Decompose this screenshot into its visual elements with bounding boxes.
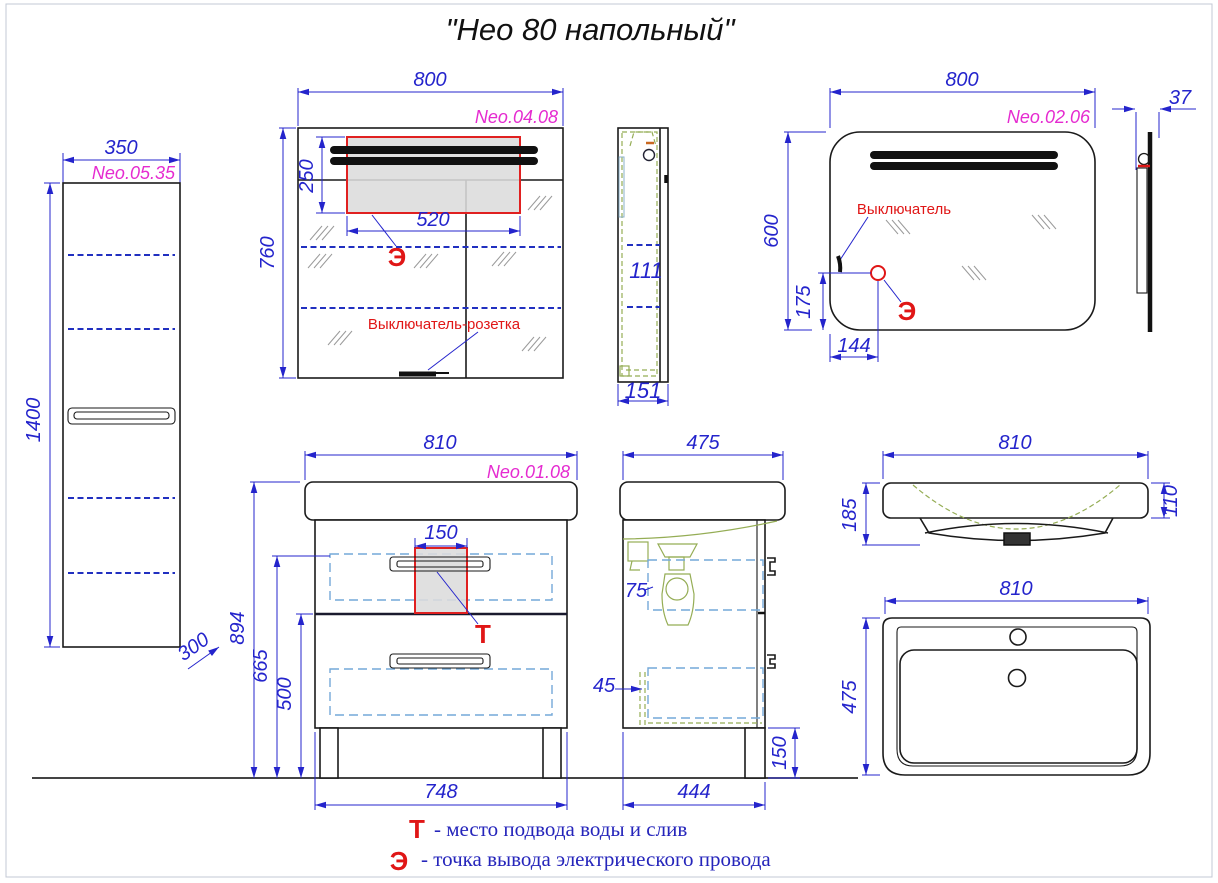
side-handle (767, 654, 776, 669)
model-label: Neo.05.35 (92, 163, 176, 183)
drawer-zone (647, 667, 764, 719)
dim-back-gap: 45 (593, 675, 616, 697)
dim-height: 760 (257, 236, 279, 269)
model-label: Neo.02.06 (1007, 107, 1091, 127)
dim-leg-height: 150 (769, 736, 791, 769)
dim-panel-width: 520 (416, 209, 449, 231)
leg (744, 727, 766, 779)
light-bar (870, 151, 1058, 159)
bowl-curve-hidden (912, 484, 1121, 530)
light-bar (330, 157, 538, 165)
dim-drawer-offset: 75 (625, 580, 648, 602)
page-border (5, 3, 1213, 878)
dim-edge-height: 110 (1160, 485, 1182, 517)
leg (542, 727, 562, 779)
dim-width: 810 (999, 578, 1032, 600)
dim-supply-width: 150 (424, 522, 457, 544)
dim-width: 810 (423, 432, 456, 454)
siphon-hidden (627, 541, 699, 626)
drain-hole (1007, 668, 1027, 688)
legend: Т - место подвода воды и слив Э - точка … (390, 814, 772, 876)
dim-depth: 475 (839, 679, 861, 713)
dim-height: 1400 (23, 398, 45, 443)
switch-mark (836, 255, 843, 273)
drawer-zone (647, 559, 764, 611)
electric-point-symbol: Э (898, 296, 917, 326)
dim-drawer-height: 500 (274, 677, 296, 710)
legend-water-text: - место подвода воды и слив (434, 817, 687, 841)
light-bar (330, 146, 538, 154)
faucet-hole (1009, 628, 1027, 646)
drawer-handle (389, 556, 491, 572)
basin-bowl (899, 649, 1138, 764)
water-point-symbol: Т (475, 619, 491, 649)
dim-width: 800 (413, 69, 446, 91)
dim-width: 350 (104, 137, 137, 159)
mirror-backing (1136, 167, 1148, 294)
legend-water-symbol: Т (409, 814, 425, 844)
mirror-cabinet-front-view: 800 Neo.04.08 250 520 Э Выключатель-розе… (257, 69, 564, 379)
model-label: Neo.01.08 (487, 462, 570, 482)
switch-label: Выключатель (857, 201, 951, 218)
mirror-cabinet-side-view: 111 151 (617, 127, 669, 406)
model-label: Neo.04.08 (475, 107, 558, 127)
mirror-side-view: 37 (1112, 87, 1196, 332)
side-handle (767, 557, 776, 576)
basin-underside-hidden (622, 520, 778, 540)
dim-depth: 475 (686, 432, 720, 454)
legend-electric-text: - точка вывода электрического провода (421, 847, 771, 871)
washbasin-top-view: 810 475 (839, 578, 1151, 776)
drawer-handle (389, 653, 491, 669)
dim-top-height: 665 (250, 648, 272, 682)
washbasin-side-view: 810 185 110 (839, 432, 1182, 546)
electric-point-symbol: Э (388, 242, 407, 272)
dim-height: 600 (761, 214, 783, 247)
dim-shelf-depth: 111 (629, 258, 662, 283)
mirror-front-view: 800 Neo.02.06 Выключатель Э 600 175 144 (761, 69, 1096, 362)
dim-depth: 37 (1169, 87, 1192, 109)
lamp-icon (1137, 152, 1151, 166)
dim-height: 185 (839, 497, 861, 531)
dim-panel-height: 250 (296, 159, 318, 193)
dim-base-width: 748 (424, 781, 457, 803)
door-handle (67, 407, 176, 425)
drawer-zone (329, 668, 553, 716)
dim-width: 800 (945, 69, 978, 91)
drain-outlet (1003, 532, 1031, 546)
vanity-front-view: 810 Neo.01.08 150 Т 894 665 5 (227, 432, 578, 810)
water-supply-zone (414, 547, 468, 614)
dim-width: 810 (998, 432, 1031, 454)
page-title: "Нео 80 напольный" (445, 12, 736, 47)
dim-socket-y: 175 (793, 284, 815, 318)
vanity-side-view: 475 75 45 444 150 (593, 432, 800, 810)
tall-cabinet-front-view: 350 Neo.05.35 1400 300 (23, 137, 220, 670)
light-bar (870, 162, 1058, 170)
lamp-icon (642, 148, 656, 162)
dim-total-height: 894 (227, 611, 249, 644)
switch-socket-label: Выключатель-розетка (368, 316, 521, 333)
washbasin-outline (304, 481, 578, 521)
leg (319, 727, 339, 779)
dim-socket-x: 144 (837, 335, 870, 357)
dim-depth: 151 (625, 378, 662, 403)
dim-base-depth: 444 (677, 781, 710, 803)
legend-electric-symbol: Э (390, 846, 409, 876)
